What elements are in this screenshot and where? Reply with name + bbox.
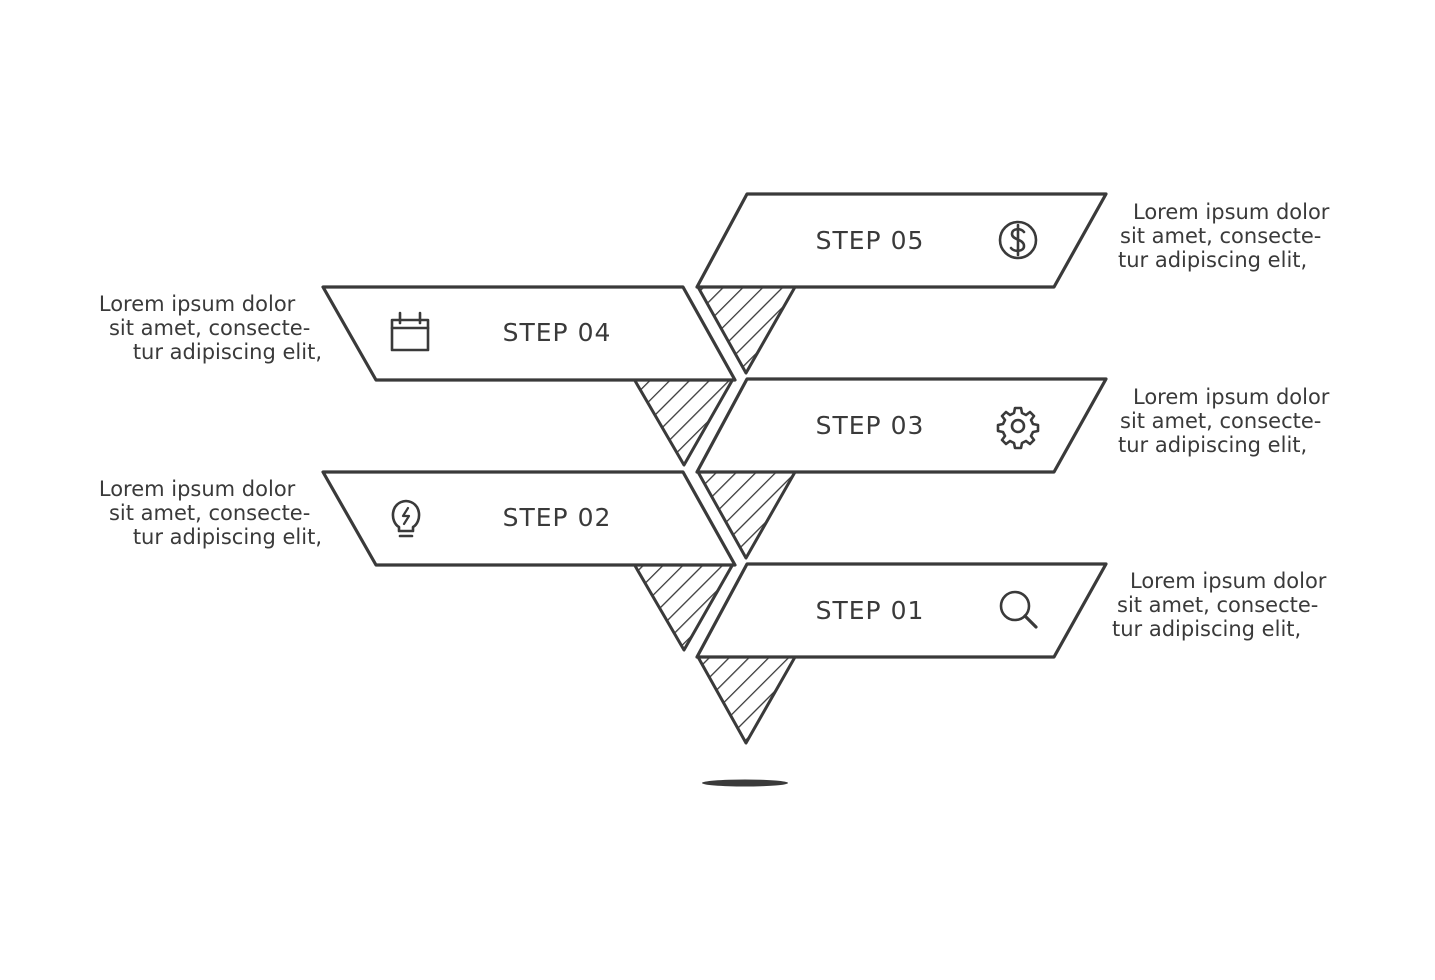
banner-step-05	[695, 192, 1108, 289]
step-05-description: Lorem ipsum dolor sit amet, consecte- tu…	[1118, 200, 1336, 272]
ground-shadow	[702, 779, 788, 787]
step-01-description: Lorem ipsum dolor sit amet, consecte- tu…	[1112, 569, 1333, 641]
calendar-icon	[390, 311, 430, 352]
step-03-label: STEP 03	[816, 411, 925, 440]
dollar-coin-icon	[998, 220, 1038, 260]
magnifier-icon	[999, 590, 1038, 629]
connector-step-01	[696, 655, 797, 745]
step-05-label: STEP 05	[816, 226, 925, 255]
banner-step-02	[321, 470, 737, 567]
lightbulb-icon	[391, 499, 421, 538]
step-04-label: STEP 04	[503, 318, 612, 347]
banner-step-01	[695, 562, 1108, 659]
step-04-description: Lorem ipsum dolor sit amet, consecte- tu…	[99, 292, 322, 364]
gear-icon	[996, 406, 1040, 450]
banner-step-03	[695, 377, 1108, 474]
step-02-description: Lorem ipsum dolor sit amet, consecte- tu…	[99, 477, 322, 549]
step-01-label: STEP 01	[816, 596, 925, 625]
step-02-label: STEP 02	[503, 503, 612, 532]
banner-step-04	[321, 285, 737, 382]
step-03-description: Lorem ipsum dolor sit amet, consecte- tu…	[1118, 385, 1336, 457]
